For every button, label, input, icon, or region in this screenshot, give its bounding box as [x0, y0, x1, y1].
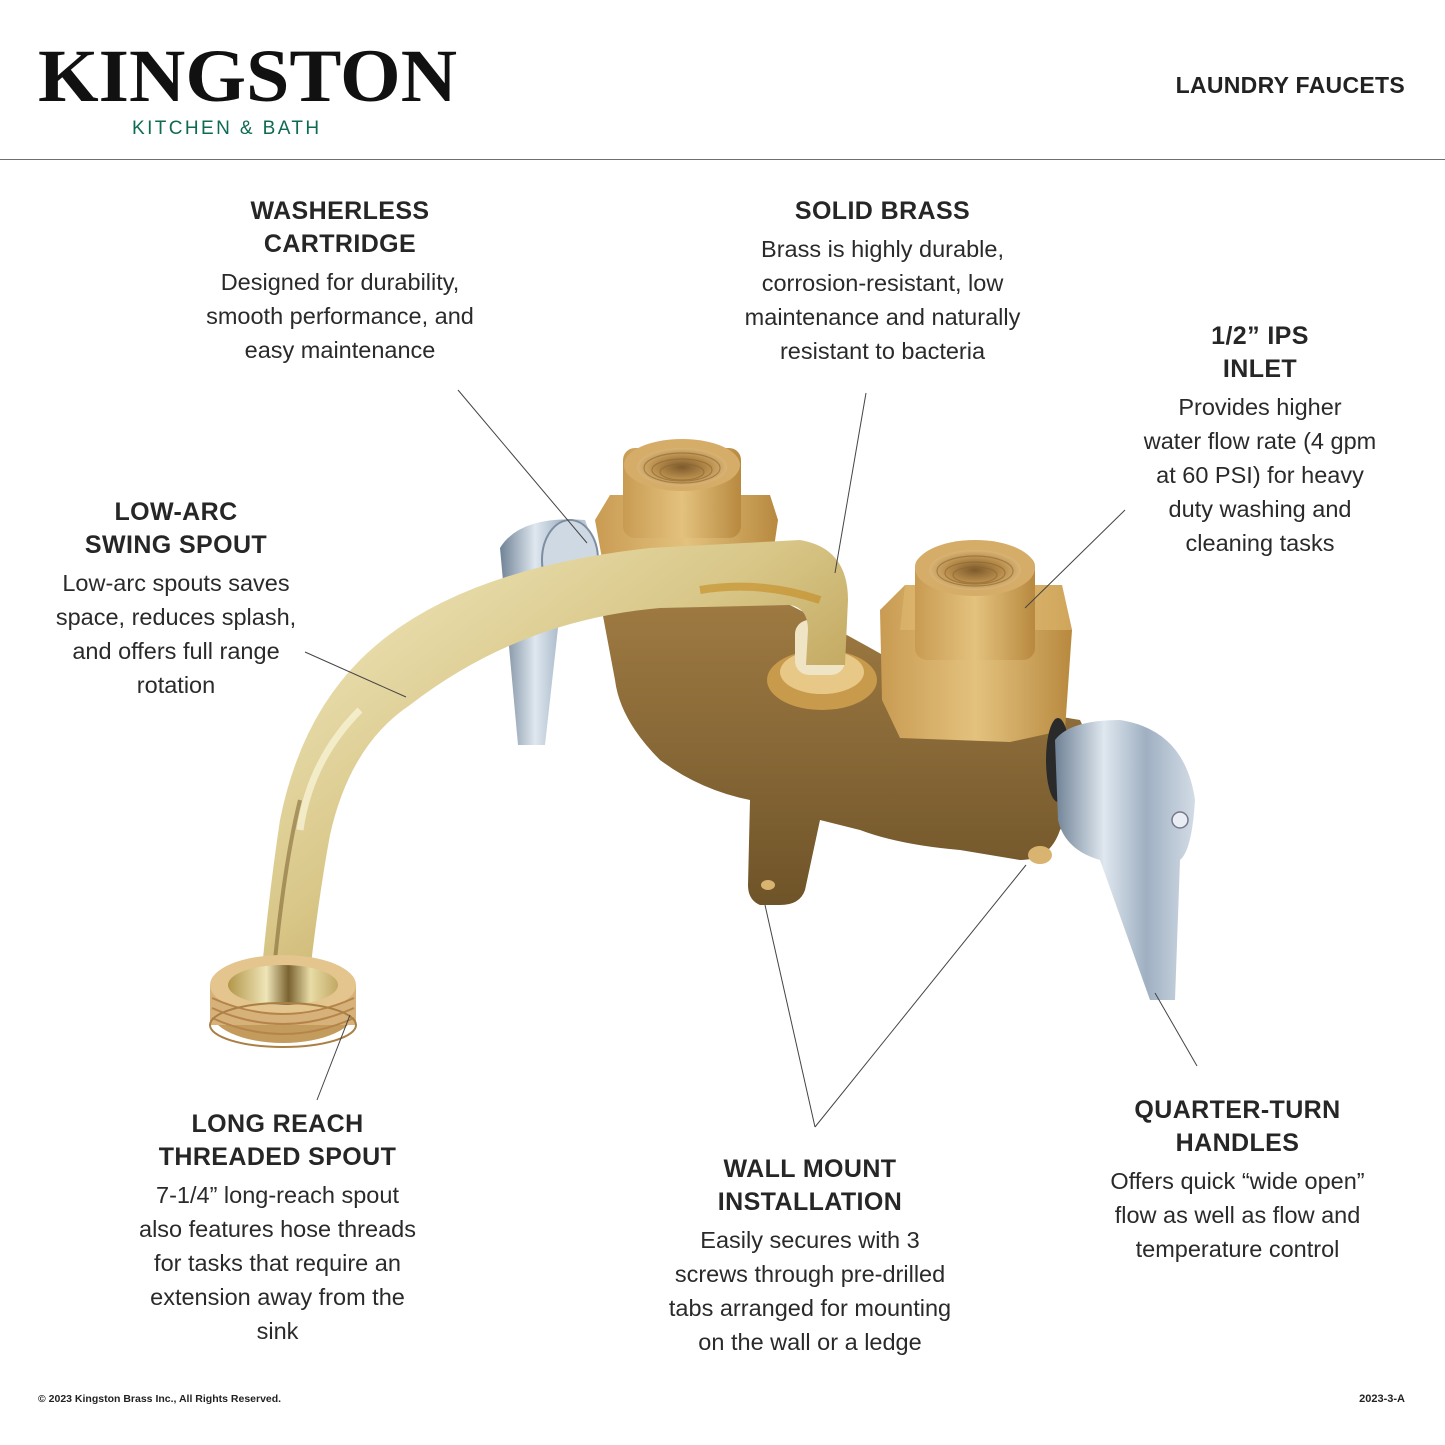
callout-description: Brass is highly durable,corrosion-resist…	[744, 236, 1021, 364]
brand-name: KINGSTON	[38, 35, 458, 118]
callout-description: Offers quick “wide open”flow as well as …	[1110, 1168, 1365, 1262]
leader-washerless	[457, 389, 588, 544]
leader-lines	[304, 389, 1198, 1128]
brand-subtitle: KITCHEN & BATH	[132, 118, 322, 139]
leader-ips-inlet	[1024, 509, 1126, 609]
callout-title: SOLID BRASS	[794, 197, 971, 225]
callout-description: Designed for durability,smooth performan…	[206, 269, 474, 363]
right-handle	[1046, 718, 1195, 1000]
leader-quarter-turn	[1154, 992, 1198, 1067]
document-code: 2023-3-A	[1359, 1393, 1405, 1405]
copyright: © 2023 Kingston Brass Inc., All Rights R…	[38, 1393, 282, 1405]
brand-logo: KINGSTON KITCHEN & BATH	[38, 38, 457, 140]
callout-solid-brass: SOLID BRASS Brass is highly durable,corr…	[720, 195, 1045, 368]
valve-body	[600, 560, 1090, 905]
leader-wall-mount-a	[764, 904, 816, 1128]
header-divider	[0, 159, 1445, 160]
leader-threaded-spout	[316, 1014, 351, 1101]
category-label: LAUNDRY FAUCETS	[1175, 72, 1405, 98]
leader-solid-brass	[834, 392, 867, 574]
right-inlet	[880, 540, 1072, 742]
leader-low-arc	[304, 651, 407, 698]
leader-wall-mount-b	[814, 864, 1027, 1128]
hose-thread-end	[209, 955, 357, 1048]
swing-spout	[260, 540, 848, 990]
